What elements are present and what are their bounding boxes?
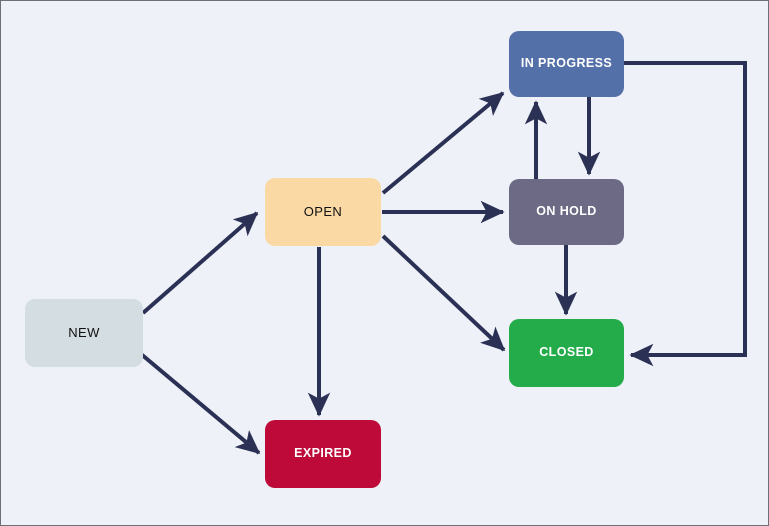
state-node-open[interactable]: OPEN — [265, 178, 381, 246]
state-node-expired-label: EXPIRED — [294, 446, 352, 461]
edge-new-to-open — [141, 211, 259, 315]
state-node-expired[interactable]: EXPIRED — [265, 420, 381, 488]
edge-open-to-closed — [381, 234, 506, 352]
state-node-new[interactable]: NEW — [25, 299, 143, 367]
edge-open-to-in-progress — [381, 91, 505, 195]
state-node-on-hold[interactable]: ON HOLD — [509, 179, 624, 245]
edge-new-to-expired — [139, 352, 261, 455]
edge-in-progress-to-closed — [624, 61, 747, 367]
state-node-closed-label: CLOSED — [539, 345, 594, 360]
state-node-closed[interactable]: CLOSED — [509, 319, 624, 387]
state-node-in-progress-label: IN PROGRESS — [520, 56, 613, 71]
state-node-open-label: OPEN — [303, 203, 343, 219]
state-node-in-progress[interactable]: IN PROGRESS — [509, 31, 624, 97]
state-node-new-label: NEW — [68, 324, 100, 340]
state-node-on-hold-label: ON HOLD — [536, 204, 597, 219]
